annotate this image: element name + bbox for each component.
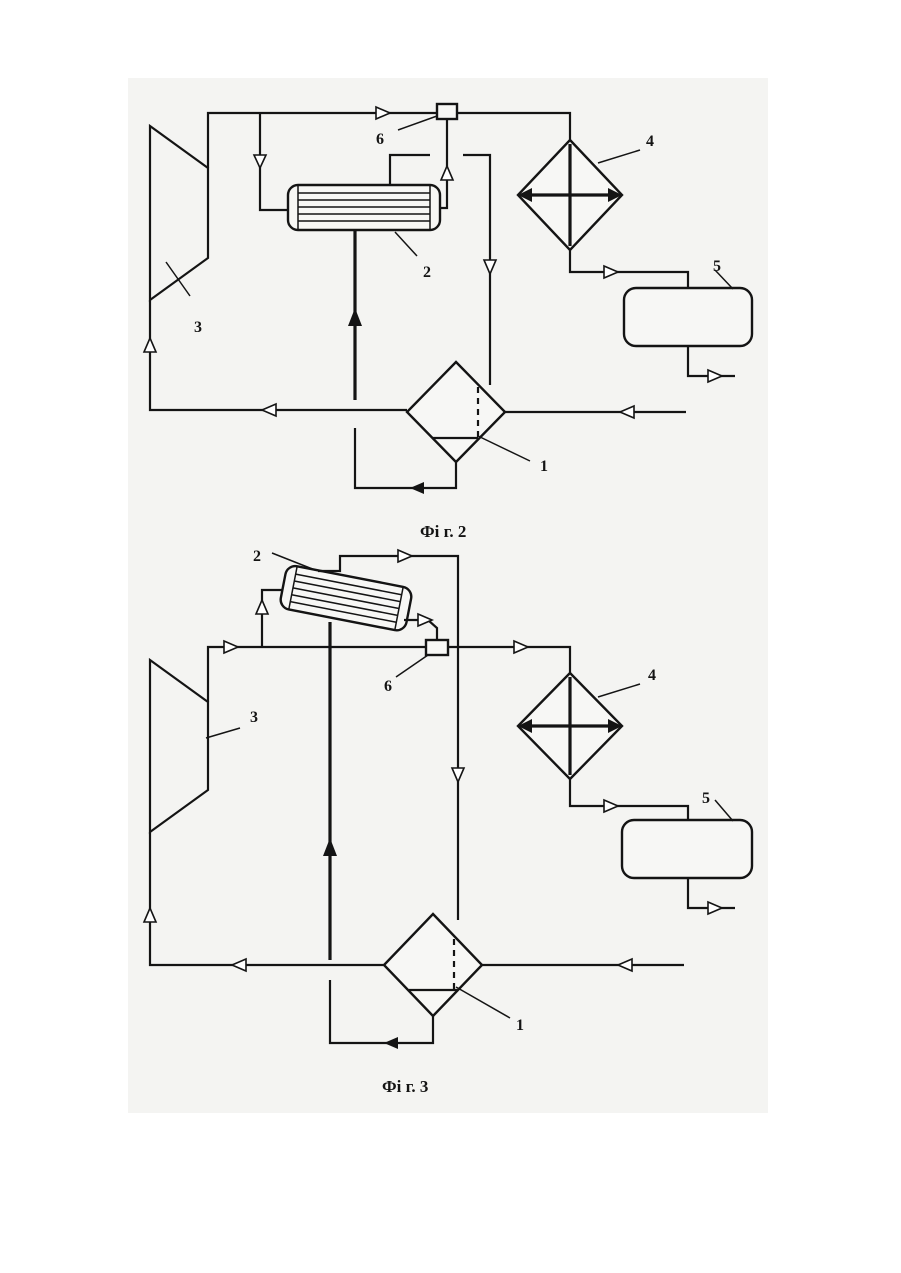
label-evaporator-1: 1 — [516, 1017, 524, 1034]
flow-arrow-up — [144, 338, 156, 352]
flow-arrow-hot-down — [452, 768, 464, 782]
label-separator-4: 4 — [646, 133, 654, 150]
label-separator-4: 4 — [648, 667, 656, 684]
label-receiver-5: 5 — [713, 258, 721, 275]
flow-arrow-bottom — [384, 1037, 398, 1049]
leader-6 — [398, 116, 437, 130]
flow-arrow-branch — [254, 155, 266, 168]
flow-arrow-hx-out — [441, 166, 453, 180]
mixer-6 — [426, 640, 448, 655]
flow-arrow-hot-return — [484, 260, 496, 274]
heat-exchanger-2 — [288, 185, 440, 230]
flow-arrow-heavy-up — [323, 838, 337, 856]
pipe-to-receiver — [570, 250, 688, 288]
flow-arrow-left — [262, 404, 276, 416]
label-evaporator-1: 1 — [540, 458, 548, 475]
leader-2 — [395, 232, 417, 256]
pipe-to-expander — [150, 300, 407, 410]
flow-arrow-receiver-out — [708, 370, 722, 382]
pipe-to-expander — [150, 832, 384, 965]
mixer-6 — [437, 104, 457, 119]
leader-4 — [598, 150, 640, 163]
flow-arrow-feed — [620, 406, 634, 418]
expander-3-shape — [150, 660, 208, 832]
flow-arrow-heavy-up — [348, 308, 362, 326]
expander-3-shape — [150, 126, 208, 300]
leader-3 — [166, 262, 190, 296]
flow-arrow-top — [376, 107, 390, 119]
label-receiver-5: 5 — [702, 790, 710, 807]
label-heat-exchanger-2: 2 — [423, 264, 431, 281]
leader-3 — [206, 728, 240, 738]
pipe-hot-return — [463, 155, 490, 385]
evaporator-1 — [384, 914, 482, 1016]
flow-arrow-up — [144, 908, 156, 922]
receiver-5 — [624, 288, 752, 346]
flow-arrow-receiver-in — [604, 800, 618, 812]
flow-arrow-hot-top — [398, 550, 412, 562]
figure-caption-2: Фі г. 2 — [420, 522, 466, 541]
receiver-5 — [622, 820, 752, 878]
heat-exchanger-2 — [279, 564, 413, 632]
pipe-to-receiver — [570, 779, 688, 820]
leader-6 — [396, 655, 428, 677]
leader-1 — [456, 987, 510, 1018]
flow-arrow-hx-out — [418, 614, 432, 626]
label-expander-3: 3 — [194, 319, 202, 336]
flow-arrow-receiver-out — [708, 902, 722, 914]
label-mixer-6: 6 — [384, 678, 392, 695]
separator-4 — [518, 140, 622, 250]
pipe-hx-hot-in — [390, 155, 430, 185]
flow-arrow-receiver-in — [604, 266, 618, 278]
leader-4 — [598, 684, 640, 697]
figure-2: 6 4 5 2 3 1 Фі г. 2 — [144, 104, 752, 541]
flow-arrow-left — [232, 959, 246, 971]
flow-arrow-bottom — [410, 482, 424, 494]
flow-arrow-feed — [618, 959, 632, 971]
separator-4 — [518, 673, 622, 779]
label-heat-exchanger-2: 2 — [253, 548, 261, 565]
leader-5 — [715, 800, 733, 821]
label-mixer-6: 6 — [376, 131, 384, 148]
figure-caption-3: Фі г. 3 — [382, 1077, 428, 1096]
label-expander-3: 3 — [250, 709, 258, 726]
figure-3: 2 6 4 5 3 1 Фі г. 3 — [144, 548, 752, 1096]
leader-1 — [478, 436, 530, 461]
flow-arrow-main-1 — [224, 641, 238, 653]
flow-arrow-branch — [256, 600, 268, 614]
flow-arrow-main-2 — [514, 641, 528, 653]
